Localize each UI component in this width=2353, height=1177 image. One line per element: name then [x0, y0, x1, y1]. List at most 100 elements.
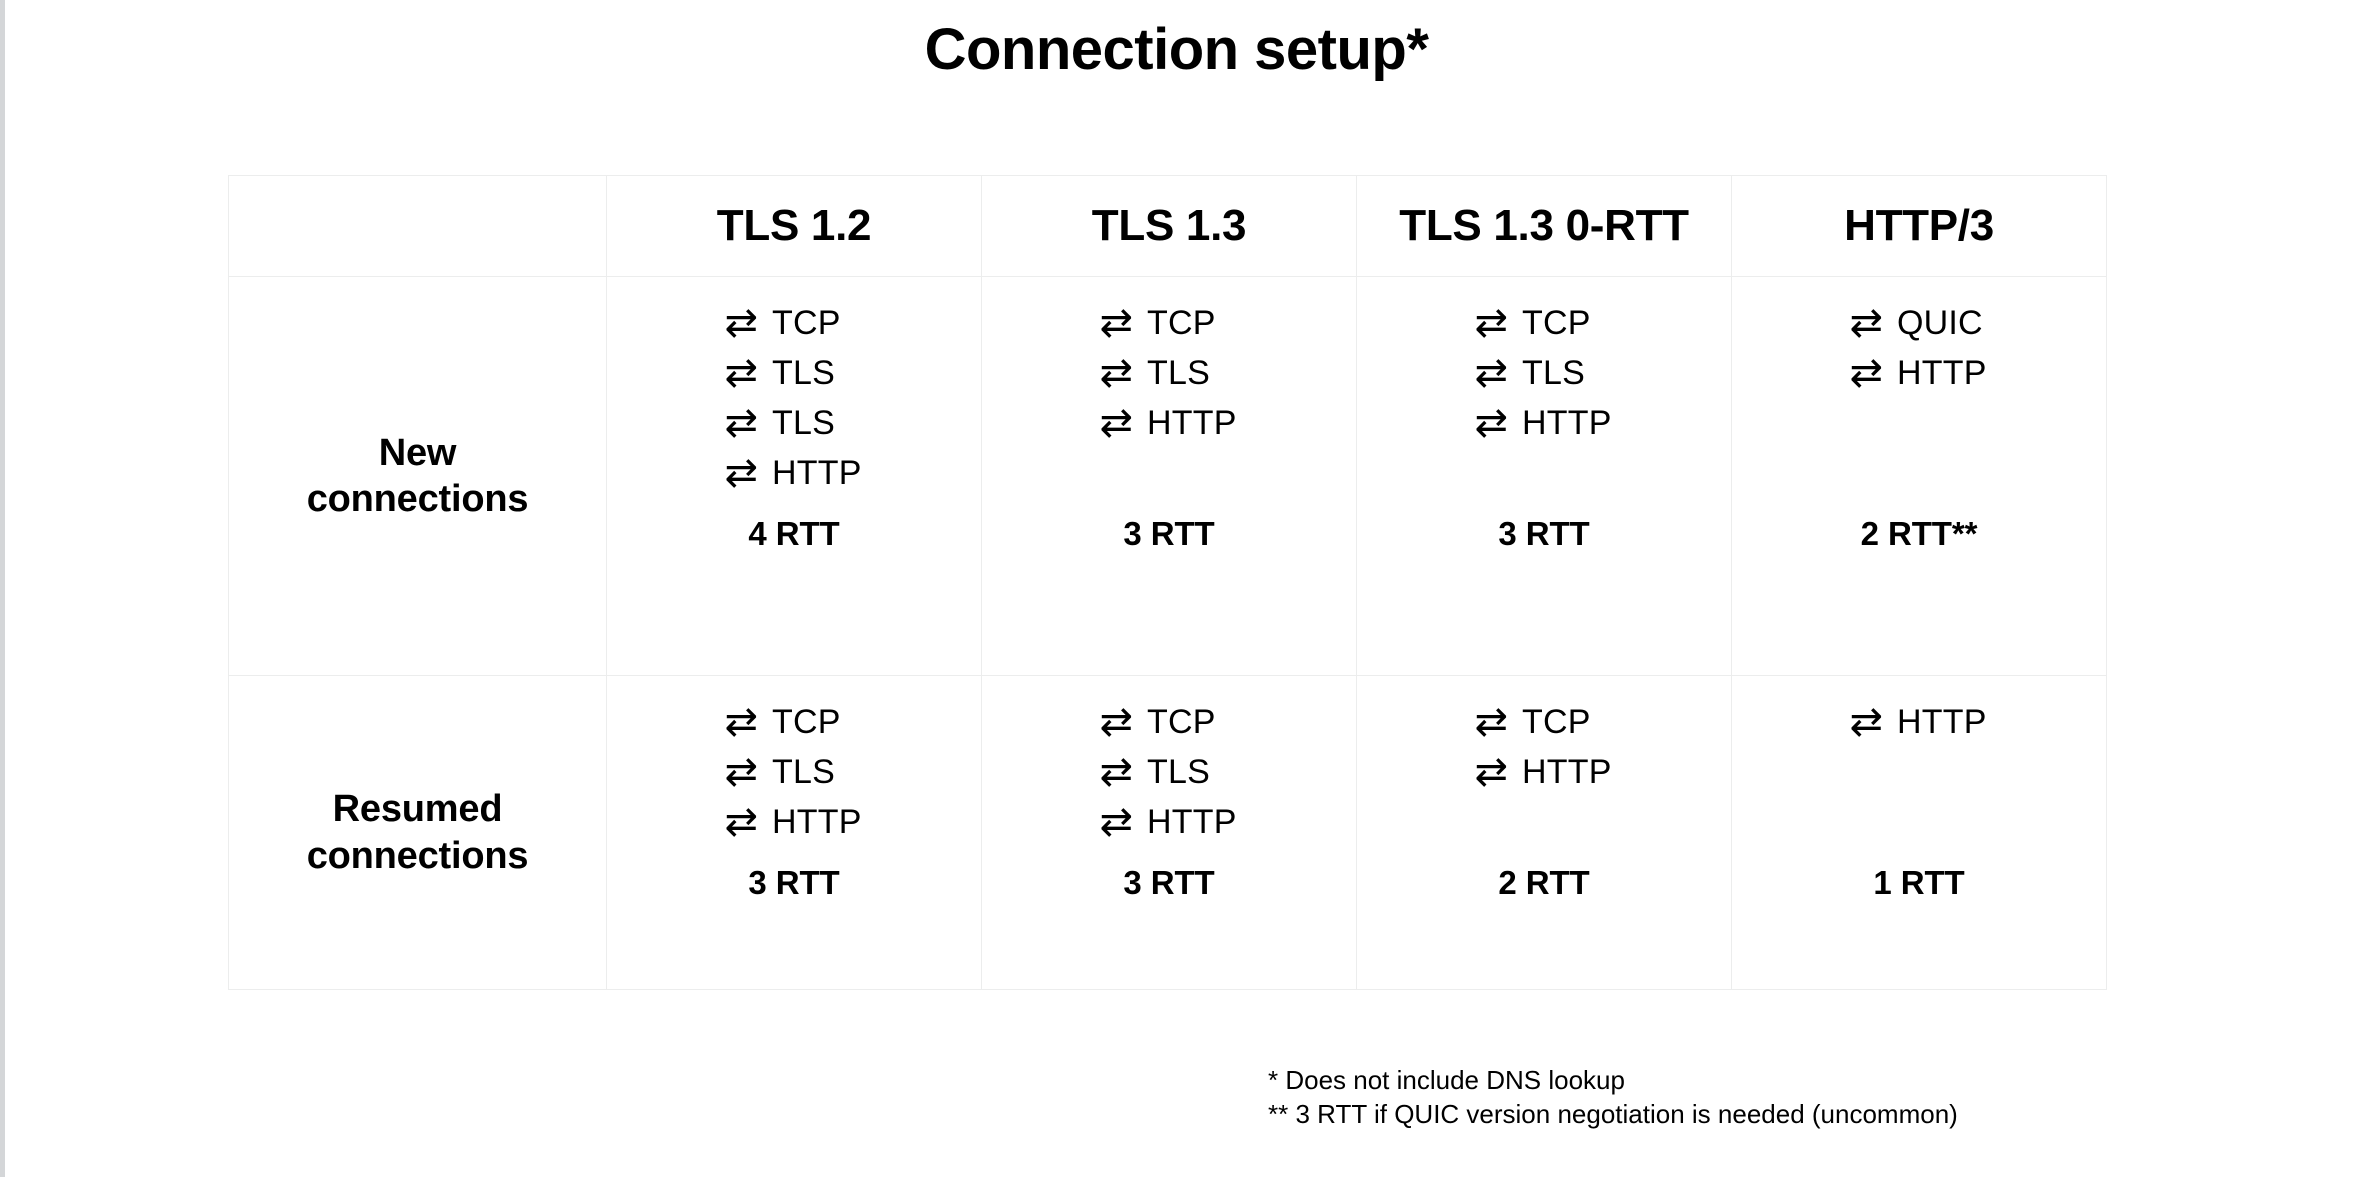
step-item: ⇄ TCP — [1424, 702, 1664, 742]
step-label: HTTP — [1897, 703, 1987, 741]
exchange-arrow-icon: ⇄ — [724, 699, 758, 745]
connection-setup-table-wrapper: TLS 1.2 TLS 1.3 TLS 1.3 0-RTT HTTP/3 New… — [228, 175, 2107, 990]
exchange-arrow-icon: ⇄ — [1474, 300, 1508, 346]
step-item: ⇄ TCP — [674, 702, 914, 742]
column-header-tls13: TLS 1.3 — [981, 175, 1357, 277]
step-list: ⇄ TCP ⇄ TLS ⇄ HTTP — [982, 303, 1356, 493]
table-header-row: TLS 1.2 TLS 1.3 TLS 1.3 0-RTT HTTP/3 — [228, 175, 2107, 277]
step-list: ⇄ HTTP ⇄ ⇄ — [1732, 702, 2106, 842]
step-label: HTTP — [1147, 404, 1237, 442]
exchange-arrow-icon: ⇄ — [1474, 749, 1508, 795]
step-label: TCP — [1522, 703, 1591, 741]
exchange-arrow-icon: ⇄ — [1099, 400, 1133, 446]
step-list: ⇄ TCP ⇄ TLS ⇄ TLS — [607, 303, 981, 493]
exchange-arrow-icon: ⇄ — [1099, 699, 1133, 745]
exchange-arrow-icon: ⇄ — [1849, 699, 1883, 745]
step-label: TCP — [1147, 304, 1216, 342]
row-label-line-1: New — [378, 431, 457, 474]
step-item: ⇄ HTTP — [674, 802, 914, 842]
step-item: ⇄ TLS — [674, 403, 914, 443]
step-item: ⇄ HTTP — [1049, 403, 1289, 443]
row-label-line-2: connections — [306, 834, 529, 877]
step-label: TLS — [1147, 753, 1210, 791]
cell-resumed-tls13: ⇄ TCP ⇄ TLS ⇄ HTTP — [981, 675, 1357, 990]
row-label-resumed-connections: Resumed connections — [228, 675, 607, 990]
step-label: TLS — [772, 404, 835, 442]
step-label: QUIC — [1897, 304, 1983, 342]
step-list: ⇄ QUIC ⇄ HTTP ⇄ — [1732, 303, 2106, 493]
exchange-arrow-icon: ⇄ — [724, 749, 758, 795]
footnotes: * Does not include DNS lookup ** 3 RTT i… — [1268, 1063, 1958, 1132]
cell-resumed-tls12: ⇄ TCP ⇄ TLS ⇄ HTTP — [606, 675, 982, 990]
row-label-line-2: connections — [306, 478, 529, 520]
step-label: TCP — [1147, 703, 1216, 741]
step-label: HTTP — [1522, 753, 1612, 791]
step-label: TCP — [772, 703, 841, 741]
exchange-arrow-icon: ⇄ — [1474, 350, 1508, 396]
cell-resumed-tls13-0rtt: ⇄ TCP ⇄ HTTP ⇄ — [1356, 675, 1732, 990]
step-item: ⇄ HTTP — [1799, 353, 2039, 393]
footnote-2: ** 3 RTT if QUIC version negotiation is … — [1268, 1099, 1958, 1130]
step-label: TLS — [1147, 354, 1210, 392]
step-list: ⇄ TCP ⇄ TLS ⇄ HTTP — [982, 702, 1356, 842]
exchange-arrow-icon: ⇄ — [724, 300, 758, 346]
step-item: ⇄ HTTP — [1799, 702, 2039, 742]
column-header-http3: HTTP/3 — [1731, 175, 2107, 277]
table-row: Resumed connections ⇄ TCP — [228, 675, 2107, 990]
step-item: ⇄ TCP — [1424, 303, 1664, 343]
column-header-tls12: TLS 1.2 — [606, 175, 982, 277]
step-item: ⇄ TLS — [1049, 752, 1289, 792]
rtt-value: 2 RTT** — [1860, 515, 1978, 552]
exchange-arrow-icon: ⇄ — [724, 400, 758, 446]
row-label-new-connections: New connections — [228, 276, 607, 676]
page-title: Connection setup* — [924, 17, 1429, 82]
rtt-value: 3 RTT — [1498, 515, 1590, 552]
row-label-line-1: Resumed — [332, 788, 503, 831]
cell-resumed-http3: ⇄ HTTP ⇄ ⇄ — [1731, 675, 2107, 990]
exchange-arrow-icon: ⇄ — [724, 799, 758, 845]
exchange-arrow-icon: ⇄ — [1849, 300, 1883, 346]
rtt-value: 4 RTT — [748, 515, 840, 552]
step-label: TLS — [772, 354, 835, 392]
step-label: HTTP — [1897, 354, 1987, 392]
exchange-arrow-icon: ⇄ — [1474, 699, 1508, 745]
step-item: ⇄ HTTP — [1424, 752, 1664, 792]
exchange-arrow-icon: ⇄ — [1849, 350, 1883, 396]
cell-new-tls13-0rtt: ⇄ TCP ⇄ TLS ⇄ HTTP — [1356, 276, 1732, 676]
step-label: TCP — [772, 304, 841, 342]
step-list: ⇄ TCP ⇄ TLS ⇄ HTTP — [607, 702, 981, 842]
rtt-value: 1 RTT — [1873, 864, 1965, 901]
step-label: HTTP — [772, 803, 862, 841]
rtt-value: 3 RTT — [1123, 515, 1215, 552]
exchange-arrow-icon: ⇄ — [1099, 350, 1133, 396]
rtt-value: 3 RTT — [1123, 864, 1215, 901]
step-item: ⇄ TCP — [1049, 303, 1289, 343]
step-label: TCP — [1522, 304, 1591, 342]
step-item: ⇄ HTTP — [1049, 802, 1289, 842]
exchange-arrow-icon: ⇄ — [1474, 400, 1508, 446]
table-row: New connections ⇄ TCP — [228, 276, 2107, 676]
cell-new-http3: ⇄ QUIC ⇄ HTTP ⇄ — [1731, 276, 2107, 676]
step-item: ⇄ TLS — [1049, 353, 1289, 393]
step-label: HTTP — [1522, 404, 1612, 442]
left-edge-strip — [0, 0, 5, 1177]
step-label: HTTP — [772, 454, 862, 492]
cell-new-tls13: ⇄ TCP ⇄ TLS ⇄ HTTP — [981, 276, 1357, 676]
exchange-arrow-icon: ⇄ — [1099, 749, 1133, 795]
step-item: ⇄ TCP — [1049, 702, 1289, 742]
exchange-arrow-icon: ⇄ — [1099, 799, 1133, 845]
step-label: TLS — [772, 753, 835, 791]
connection-setup-table: TLS 1.2 TLS 1.3 TLS 1.3 0-RTT HTTP/3 New… — [228, 175, 2107, 990]
exchange-arrow-icon: ⇄ — [724, 350, 758, 396]
column-header-tls13-0rtt: TLS 1.3 0-RTT — [1356, 175, 1732, 277]
cell-new-tls12: ⇄ TCP ⇄ TLS ⇄ TLS — [606, 276, 982, 676]
step-item: ⇄ TLS — [674, 353, 914, 393]
step-label: HTTP — [1147, 803, 1237, 841]
footnote-1: * Does not include DNS lookup — [1268, 1065, 1625, 1095]
rtt-value: 3 RTT — [748, 864, 840, 901]
exchange-arrow-icon: ⇄ — [724, 450, 758, 496]
step-item: ⇄ TCP — [674, 303, 914, 343]
table-corner-cell — [228, 175, 607, 277]
exchange-arrow-icon: ⇄ — [1099, 300, 1133, 346]
